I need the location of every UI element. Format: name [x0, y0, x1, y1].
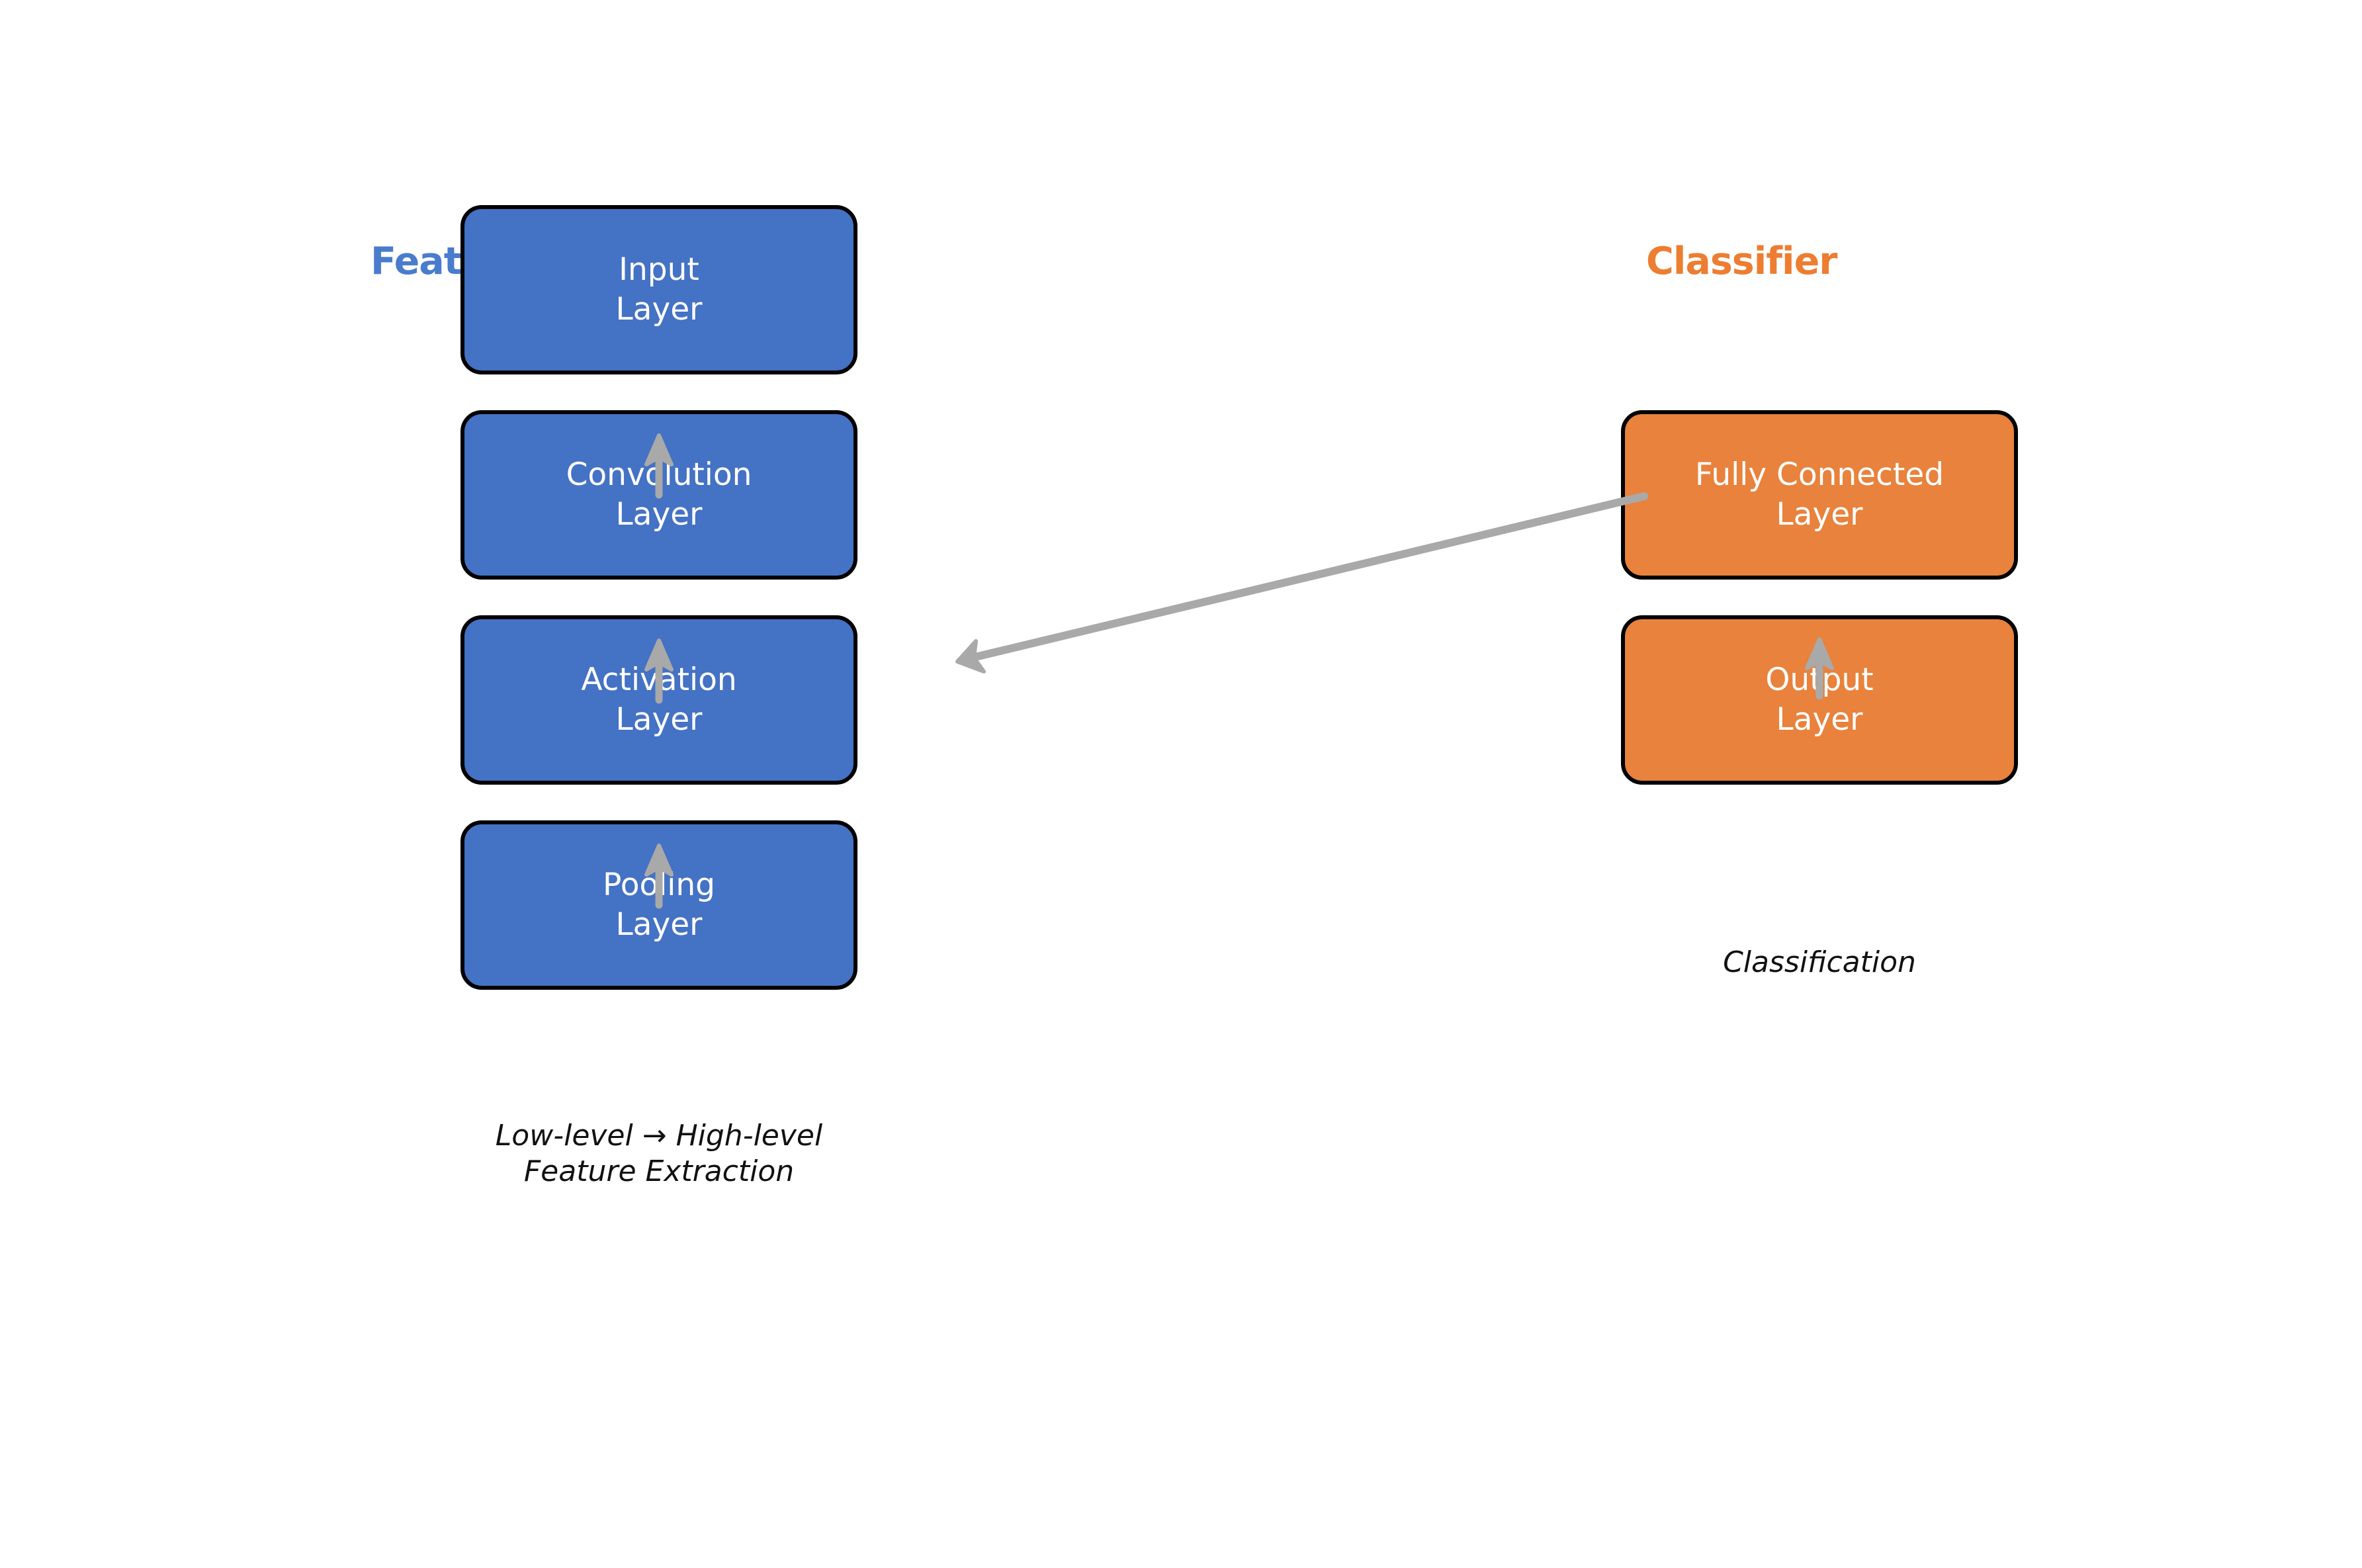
fully-connected-layer-box: Fully Connected Layer: [1621, 410, 2018, 580]
pooling-layer-box: Pooling Layer: [460, 820, 857, 990]
convolution-layer-box: Convolution Layer: [460, 410, 857, 580]
input-layer-label-line1: Input: [619, 251, 699, 288]
feature-extraction-caption-line2: Feature Extraction: [523, 1154, 795, 1188]
pooling-layer-label-line1: Pooling: [603, 867, 715, 903]
pooling-layer-label-line2: Layer: [615, 906, 703, 943]
convolution-layer-label-line1: Convolution: [566, 457, 752, 493]
output-layer-box: Output Layer: [1621, 615, 2018, 785]
classifier-heading: Classifier: [1646, 240, 1837, 283]
output-layer-label-line1: Output: [1765, 662, 1874, 698]
fully-connected-layer-label-line1: Fully Connected: [1694, 457, 1945, 493]
feature-extraction-caption: Low-level → High-level Feature Extractio…: [460, 1118, 857, 1190]
fully-connected-layer-label-line2: Layer: [1776, 496, 1863, 533]
activation-layer-box: Activation Layer: [460, 615, 857, 785]
input-layer-label-line2: Layer: [615, 291, 703, 327]
activation-layer-label-line2: Layer: [615, 701, 703, 738]
convolution-layer-label-line2: Layer: [615, 496, 703, 533]
feature-extraction-caption-line1: Low-level → High-level: [495, 1119, 823, 1153]
output-layer-label-line2: Layer: [1776, 701, 1863, 738]
activation-layer-label-line1: Activation: [581, 662, 737, 698]
classifier-to-features-arrow: [955, 492, 1648, 674]
feature-extractor-heading: Feat: [371, 240, 462, 283]
input-layer-box: Input Layer: [460, 205, 857, 374]
classification-caption: Classification: [1723, 945, 1916, 979]
